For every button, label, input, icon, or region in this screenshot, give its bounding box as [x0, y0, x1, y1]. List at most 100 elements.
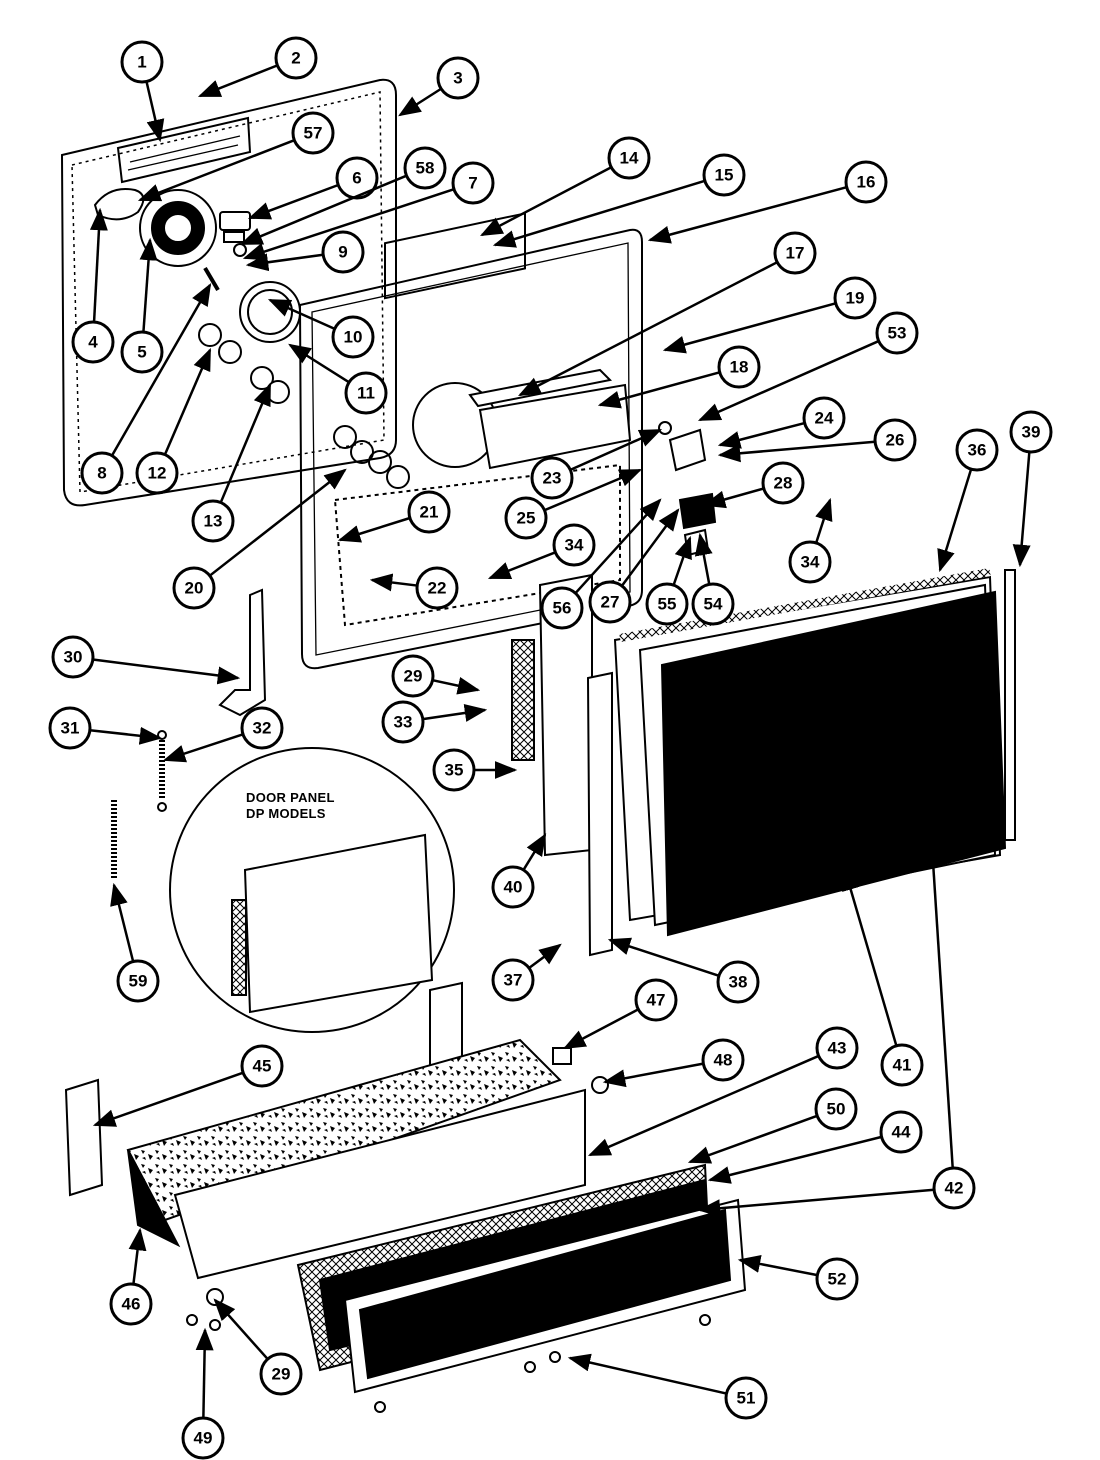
callout-circle	[530, 456, 574, 500]
leader-line	[672, 535, 692, 586]
leader-line	[145, 81, 165, 143]
callout-number: 19	[846, 289, 865, 308]
leader-line	[480, 166, 612, 237]
callout-29: 29	[213, 1298, 303, 1396]
door-latch	[658, 421, 717, 557]
callout-6: 6	[247, 156, 379, 220]
callout-circle	[71, 320, 115, 364]
leader-line	[242, 188, 455, 261]
callout-circle	[701, 1038, 745, 1082]
inset-circle	[169, 747, 455, 1033]
leader-line	[647, 185, 848, 244]
callout-9: 9	[245, 230, 365, 274]
callout-number: 40	[504, 878, 523, 897]
leader-line	[937, 468, 973, 573]
callout-number: 32	[253, 719, 272, 738]
callout-26: 26	[717, 418, 917, 463]
callout-circle	[116, 959, 160, 1003]
callout-circle	[259, 1352, 303, 1396]
callout-circle	[391, 654, 435, 698]
leader-line	[139, 237, 158, 333]
callout-number: 10	[344, 328, 363, 347]
front-door-panel	[613, 568, 1016, 937]
leader-line	[528, 943, 562, 970]
leader-line	[213, 1298, 269, 1360]
callout-number: 29	[404, 667, 423, 686]
leader-line	[89, 207, 108, 323]
callout-number: 8	[97, 464, 106, 483]
callout-circle	[240, 1044, 284, 1088]
callout-31: 31	[48, 706, 163, 750]
callout-number: 52	[828, 1270, 847, 1289]
callout-number: 9	[338, 243, 347, 262]
vent-bracket	[116, 116, 252, 184]
callout-number: 51	[737, 1389, 756, 1408]
callout-circle	[833, 276, 877, 320]
callout-circle	[815, 1026, 859, 1070]
leader-line	[137, 139, 295, 202]
leader-line	[195, 1327, 214, 1419]
leader-line	[574, 498, 662, 595]
callout-circle	[724, 1376, 768, 1420]
push-buttons	[198, 323, 290, 404]
callout-circle	[788, 540, 832, 584]
leader-line	[563, 1008, 639, 1050]
callout-number: 31	[61, 719, 80, 738]
callout-18: 18	[597, 345, 761, 409]
callout-39: 39	[1009, 410, 1053, 568]
callout-number: 49	[194, 1429, 213, 1448]
callout-37: 37	[491, 943, 562, 1002]
leader-line	[110, 882, 135, 962]
callout-circle	[691, 582, 735, 626]
leader-line	[587, 1054, 820, 1157]
callout-1: 1	[120, 40, 165, 143]
callout-number: 4	[88, 333, 98, 352]
callout-number: 46	[122, 1295, 141, 1314]
callout-circle	[815, 1257, 859, 1301]
leader-line	[702, 487, 765, 509]
leader-line	[607, 937, 720, 977]
callout-circle	[773, 231, 817, 275]
callout-circle	[172, 566, 216, 610]
callout-number: 30	[64, 648, 83, 667]
callout-number: 53	[888, 324, 907, 343]
leader-line	[707, 1135, 882, 1184]
callout-circle	[274, 36, 318, 80]
leader-line	[522, 833, 547, 871]
callout-number: 16	[857, 173, 876, 192]
callout-16: 16	[647, 160, 888, 244]
callout-circle	[415, 566, 459, 610]
callout-circle	[873, 418, 917, 462]
callout-number: 20	[185, 579, 204, 598]
callout-circle	[191, 499, 235, 543]
callout-number: 34	[565, 536, 584, 555]
callout-circle	[955, 428, 999, 472]
leader-line	[602, 1062, 704, 1088]
callout-number: 5	[137, 343, 146, 362]
callout-number: 24	[815, 409, 834, 428]
callout-33: 33	[381, 700, 488, 744]
callout-circle	[491, 865, 535, 909]
callout-number: 59	[129, 972, 148, 991]
callout-circle	[552, 523, 596, 567]
callout-circle	[321, 230, 365, 274]
leader-line	[197, 64, 278, 98]
callout-circle	[761, 461, 805, 505]
callout-number: 48	[714, 1051, 733, 1070]
leader-line	[543, 468, 643, 512]
leader-line	[92, 1071, 244, 1127]
leader-line	[518, 261, 778, 397]
callout-number: 38	[729, 973, 748, 992]
callout-number: 45	[253, 1057, 272, 1076]
callout-29: 29	[391, 654, 481, 698]
callout-number: 14	[620, 149, 639, 168]
callout-circle	[291, 111, 335, 155]
leader-line	[247, 183, 339, 220]
leader-line	[487, 551, 556, 580]
callout-47: 47	[563, 978, 678, 1050]
callout-30: 30	[51, 635, 241, 685]
callout-55: 55	[645, 535, 692, 626]
callout-circle	[645, 582, 689, 626]
